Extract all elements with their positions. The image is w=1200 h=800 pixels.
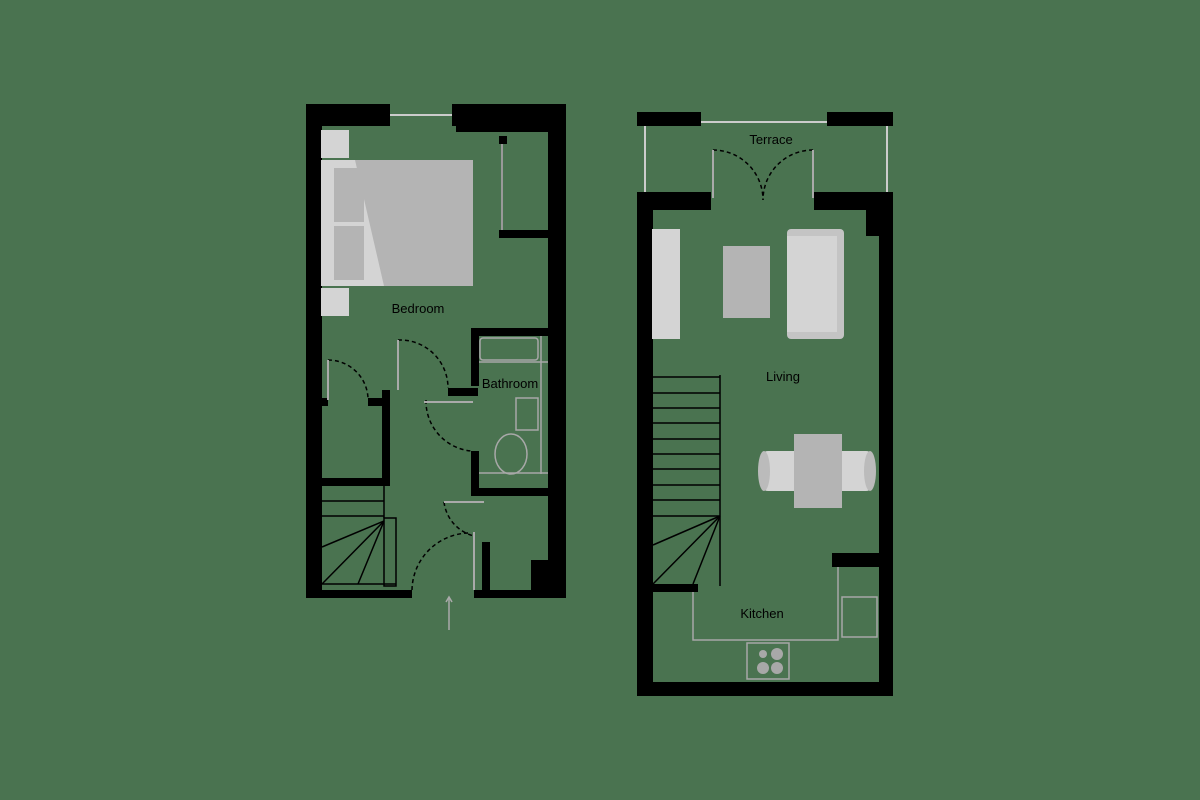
door-leaves	[327, 340, 484, 590]
stairs	[652, 375, 721, 586]
stairs	[321, 486, 397, 587]
hob-burners	[757, 648, 783, 674]
walls	[637, 112, 893, 696]
hob	[746, 642, 790, 680]
room-label-kitchen: Kitchen	[740, 606, 784, 621]
kitchen-sink	[841, 596, 878, 638]
coffee-table	[723, 246, 770, 318]
room-label-living: Living	[766, 369, 800, 384]
walls	[306, 104, 566, 598]
ground-floor-plan	[306, 104, 566, 630]
first-floor-plan	[637, 112, 893, 696]
bathroom-fixtures	[479, 336, 548, 475]
door-swings	[327, 339, 475, 591]
french-door-swings	[712, 149, 814, 201]
room-label-bathroom: Bathroom	[481, 376, 539, 391]
bed	[321, 130, 473, 316]
room-label-bedroom: Bedroom	[391, 301, 445, 316]
kitchen-counter	[692, 567, 878, 680]
terrace-rails	[644, 121, 888, 192]
dining-table	[758, 434, 876, 508]
toilet	[494, 433, 528, 475]
arrow-up-icon	[445, 595, 453, 630]
room-label-terrace: Terrace	[749, 132, 793, 147]
sideboard	[652, 229, 680, 339]
bathtub	[479, 337, 539, 361]
sink	[515, 397, 539, 431]
